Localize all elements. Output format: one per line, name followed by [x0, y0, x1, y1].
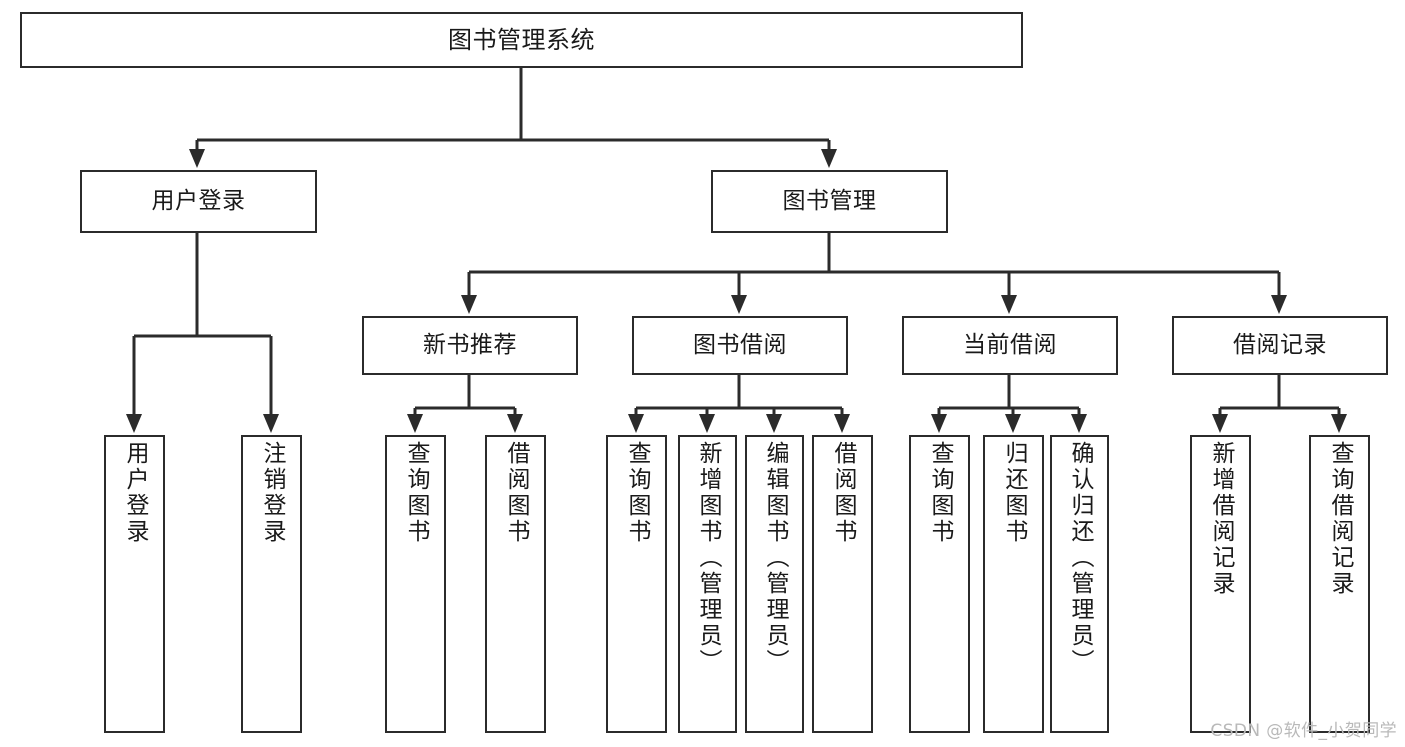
node-new-book-recommend[interactable]: 新书推荐 [362, 316, 578, 375]
node-label-user-login: 用户登录 [151, 187, 246, 214]
node-root[interactable]: 图书管理系统 [20, 12, 1023, 68]
arrowhead-book-mgmt-arrow-3 [1001, 295, 1017, 314]
node-leaf-user-login[interactable]: 用户登录 [104, 435, 165, 733]
arrowhead-borrow-arrow-2 [699, 414, 715, 433]
node-label-leaf-user-login: 用户登录 [122, 441, 148, 545]
node-leaf-logout[interactable]: 注销登录 [241, 435, 302, 733]
arrowhead-records-arrow-1 [1212, 414, 1228, 433]
arrowhead-borrow-arrow-1 [628, 414, 644, 433]
node-label-borrow-records: 借阅记录 [1233, 331, 1327, 358]
node-book-management[interactable]: 图书管理 [711, 170, 948, 233]
node-label-book-borrow: 图书借阅 [693, 331, 787, 358]
arrowhead-bus-to-user-login [189, 149, 205, 168]
arrowhead-current-arrow-1 [931, 414, 947, 433]
node-label-leaf-logout: 注销登录 [259, 441, 285, 545]
node-leaf-borrow-books-recommend[interactable]: 借阅图书 [485, 435, 546, 733]
node-user-login[interactable]: 用户登录 [80, 170, 317, 233]
node-leaf-add-borrow-record[interactable]: 新增借阅记录 [1190, 435, 1251, 733]
arrowhead-recommend-arrow-2 [507, 414, 523, 433]
node-leaf-query-books-borrow[interactable]: 查询图书 [606, 435, 667, 733]
arrowhead-current-arrow-3 [1071, 414, 1087, 433]
arrowhead-book-mgmt-arrow-4 [1271, 295, 1287, 314]
node-label-new-book-recommend: 新书推荐 [423, 331, 517, 358]
node-leaf-edit-book-admin[interactable]: 编辑图书（管理员） [745, 435, 804, 733]
node-leaf-return-book[interactable]: 归还图书 [983, 435, 1044, 733]
arrowhead-borrow-arrow-4 [834, 414, 850, 433]
arrowhead-borrow-arrow-3 [766, 414, 782, 433]
node-leaf-query-books-current[interactable]: 查询图书 [909, 435, 970, 733]
node-leaf-add-book-admin[interactable]: 新增图书（管理员） [678, 435, 737, 733]
node-label-book-management: 图书管理 [782, 187, 877, 214]
node-book-borrow[interactable]: 图书借阅 [632, 316, 848, 375]
node-label-leaf-borrow-book: 借阅图书 [830, 441, 856, 545]
node-label-current-borrow: 当前借阅 [963, 331, 1057, 358]
watermark-text: CSDN @软件_小贺同学 [1210, 721, 1397, 741]
node-current-borrow[interactable]: 当前借阅 [902, 316, 1118, 375]
arrowhead-bus-to-book-management [821, 149, 837, 168]
node-leaf-query-borrow-record[interactable]: 查询借阅记录 [1309, 435, 1370, 733]
node-label-leaf-edit-book-admin: 编辑图书（管理员） [762, 441, 788, 675]
node-label-leaf-add-borrow-record: 新增借阅记录 [1208, 441, 1234, 597]
node-leaf-borrow-book[interactable]: 借阅图书 [812, 435, 873, 733]
node-borrow-records[interactable]: 借阅记录 [1172, 316, 1388, 375]
arrowhead-records-arrow-2 [1331, 414, 1347, 433]
node-label-leaf-add-book-admin: 新增图书（管理员） [695, 441, 721, 675]
node-label-leaf-borrow-books-recommend: 借阅图书 [503, 441, 529, 545]
connector-group [126, 68, 1347, 433]
node-label-leaf-query-books-current: 查询图书 [927, 441, 953, 545]
arrowhead-current-arrow-2 [1005, 414, 1021, 433]
node-leaf-confirm-return-admin[interactable]: 确认归还（管理员） [1050, 435, 1109, 733]
node-label-leaf-query-borrow-record: 查询借阅记录 [1327, 441, 1353, 597]
arrowhead-user-login-arrow-1 [126, 414, 142, 433]
node-leaf-query-books-recommend[interactable]: 查询图书 [385, 435, 446, 733]
node-label-leaf-query-books-borrow: 查询图书 [624, 441, 650, 545]
node-label-leaf-query-books-recommend: 查询图书 [403, 441, 429, 545]
arrowhead-book-mgmt-arrow-2 [731, 295, 747, 314]
arrowhead-book-mgmt-arrow-1 [461, 295, 477, 314]
arrowhead-recommend-arrow-1 [407, 414, 423, 433]
arrowhead-user-login-arrow-2 [263, 414, 279, 433]
node-label-leaf-confirm-return-admin: 确认归还（管理员） [1067, 441, 1093, 675]
node-label-root: 图书管理系统 [448, 25, 595, 54]
node-label-leaf-return-book: 归还图书 [1001, 441, 1027, 545]
